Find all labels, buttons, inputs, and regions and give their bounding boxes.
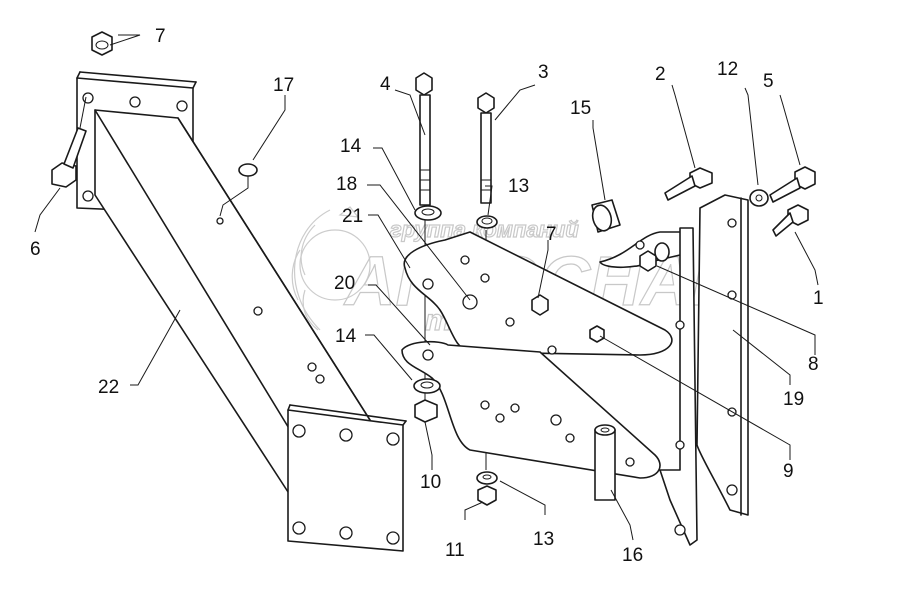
callout-13-bottom: 13 [533, 529, 554, 550]
callout-13-top: 13 [508, 176, 529, 197]
hinge-bracket [599, 231, 689, 272]
callout-1: 1 [813, 288, 824, 309]
callout-7-top: 7 [155, 26, 166, 47]
part-21-upper-plate [403, 231, 673, 356]
part-20-lower-plate [401, 340, 661, 479]
callout-20: 20 [334, 273, 355, 294]
bottom-end-plate [287, 409, 404, 552]
part-6-bolt [51, 96, 87, 188]
part-16-pin [594, 424, 616, 501]
callout-8: 8 [808, 354, 819, 375]
part-13-washer-bottom [476, 471, 498, 485]
part-2-bolt [664, 167, 713, 201]
part-22-beam [76, 71, 407, 552]
part-14-washer-bottom [413, 378, 441, 394]
callout-19: 19 [783, 389, 804, 410]
callout-9: 9 [783, 461, 794, 482]
callout-4: 4 [380, 74, 391, 95]
part-14-washer-top [414, 205, 442, 221]
callout-17: 17 [273, 75, 294, 96]
callout-12: 12 [717, 59, 738, 80]
watermark-wreath-icon [291, 206, 371, 331]
part-12-washer [749, 189, 769, 207]
part-10-nut [414, 399, 438, 423]
callout-14-top: 14 [340, 136, 362, 157]
part-7-nut-middle [531, 294, 549, 316]
callout-15: 15 [570, 98, 591, 119]
part-7-nut-top [91, 31, 113, 56]
callout-2: 2 [655, 64, 666, 85]
part-11-nut [477, 485, 497, 506]
callout-11: 11 [445, 540, 465, 561]
part-13-washer-top [476, 215, 498, 229]
callout-labels: 1 2 3 4 5 6 7 7 8 9 10 11 12 13 13 14 14… [30, 26, 824, 566]
part-9-nut [589, 325, 605, 343]
callout-3: 3 [538, 62, 549, 83]
callout-5: 5 [763, 71, 774, 92]
part-8-nut [639, 250, 657, 272]
part-5-bolt [769, 166, 816, 203]
callout-7-middle: 7 [546, 224, 557, 245]
callout-22: 22 [98, 377, 119, 398]
part-17-plug [219, 163, 258, 217]
callout-21: 21 [342, 206, 363, 227]
callout-6: 6 [30, 239, 41, 260]
leader-lines [34, 34, 819, 541]
callout-16: 16 [622, 545, 643, 566]
callout-10: 10 [420, 472, 441, 493]
part-1-bolt [772, 204, 809, 237]
callout-14-bottom: 14 [335, 326, 357, 347]
callout-18: 18 [336, 174, 357, 195]
part-15-bushing [591, 199, 621, 233]
